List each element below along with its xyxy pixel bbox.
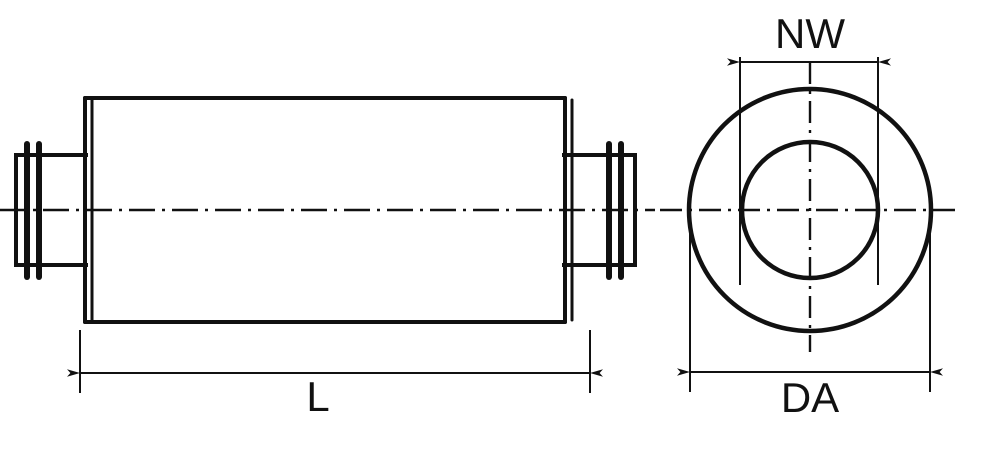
dimension-label-length: L (306, 373, 329, 420)
body-outline (83, 96, 567, 324)
end-view (660, 57, 960, 392)
dimension-label-outer-diameter: DA (781, 374, 839, 421)
side-view (0, 96, 655, 393)
dimension-label-nominal-width: NW (775, 10, 845, 57)
